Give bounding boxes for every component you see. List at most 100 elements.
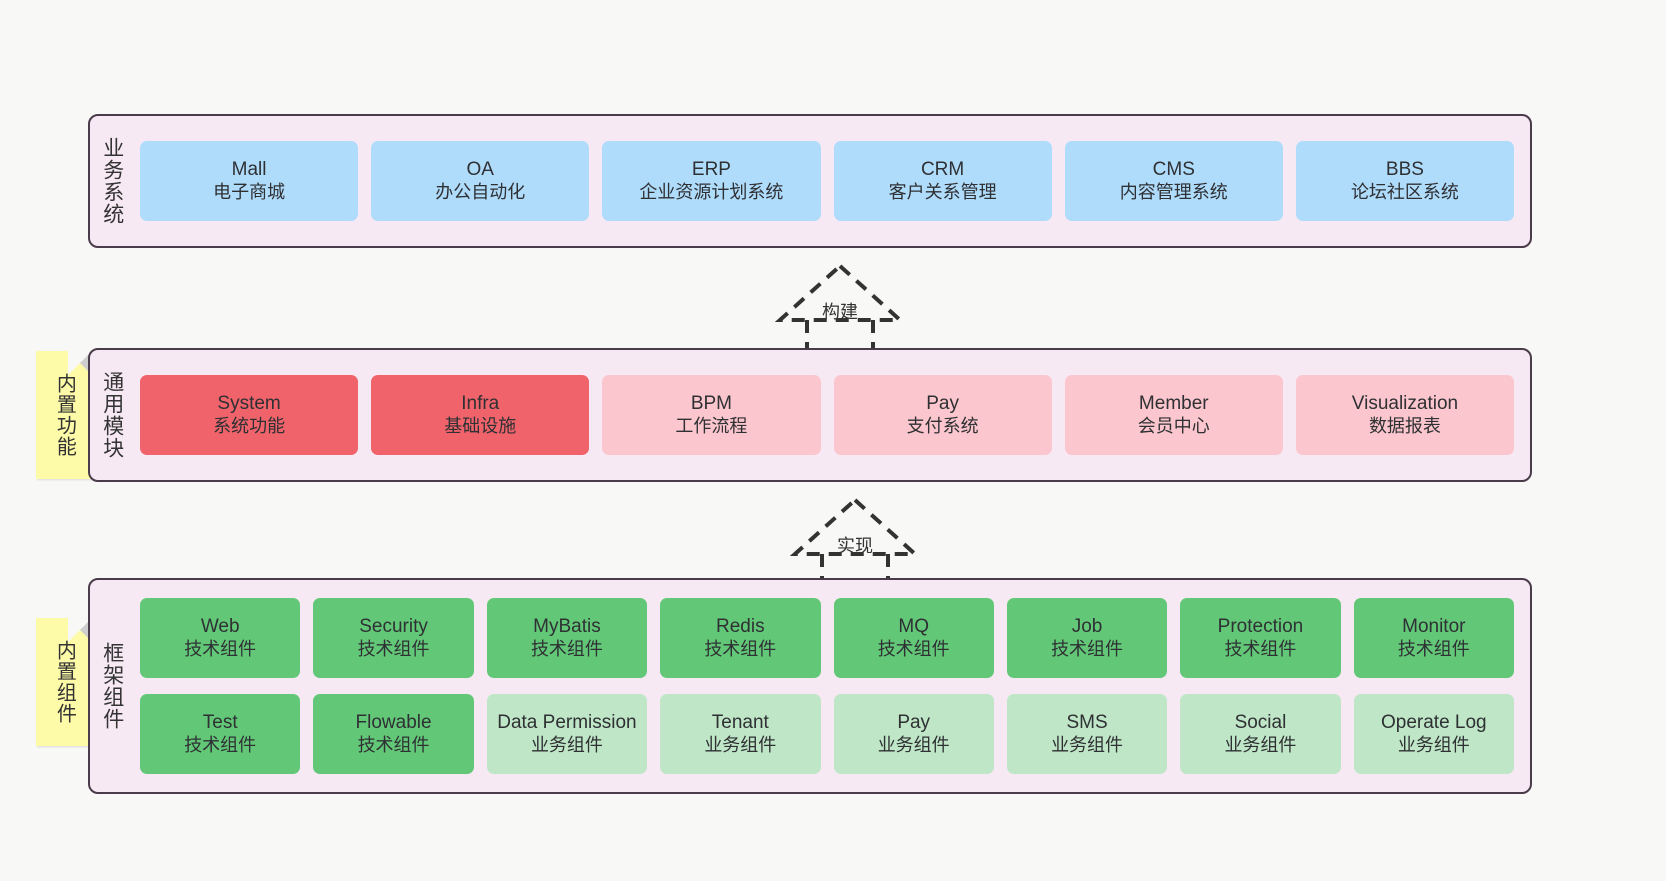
note-builtin-function: 内置功能 (36, 351, 92, 479)
layer-label-business-system: 业务系统 (100, 137, 124, 225)
card-cms[interactable]: CMS 内容管理系统 (1064, 141, 1283, 221)
card-erp[interactable]: ERP 企业资源计划系统 (602, 141, 821, 221)
card-title: Mall (231, 159, 267, 181)
card-subtitle: 客户关系管理 (888, 181, 997, 202)
card-operate-log[interactable]: Operate Log 业务组件 (1353, 694, 1514, 774)
card-pay-component[interactable]: Pay 业务组件 (833, 694, 994, 774)
connector-build-label: 构建 (822, 302, 858, 322)
card-title: System (217, 393, 281, 415)
card-flowable[interactable]: Flowable 技术组件 (313, 694, 474, 774)
note-label: 内置组件 (53, 640, 76, 724)
card-title: Pay (926, 393, 959, 415)
card-title: CMS (1152, 159, 1195, 181)
card-title: BBS (1385, 159, 1424, 181)
card-subtitle: 技术组件 (877, 638, 950, 659)
card-mybatis[interactable]: MyBatis 技术组件 (486, 598, 648, 678)
card-mall[interactable]: Mall 电子商城 (140, 141, 359, 221)
layer-business-system: 业务系统 Mall 电子商城 OA 办公自动化 ERP 企业资源计划系统 CRM (88, 114, 1532, 248)
card-title: CRM (920, 159, 965, 181)
card-subtitle: 数据报表 (1368, 415, 1441, 436)
card-crm[interactable]: CRM 客户关系管理 (833, 141, 1052, 221)
layer-label-common-module: 通用模块 (100, 371, 124, 459)
card-subtitle: 基础设施 (444, 415, 517, 436)
layer-body-business-system: Mall 电子商城 OA 办公自动化 ERP 企业资源计划系统 CRM 客户关系… (134, 116, 1530, 246)
card-title: Flowable (355, 712, 432, 734)
card-data-permission[interactable]: Data Permission 业务组件 (486, 694, 648, 774)
card-subtitle: 技术组件 (1224, 638, 1297, 659)
card-oa[interactable]: OA 办公自动化 (371, 141, 590, 221)
card-subtitle: 业务组件 (1397, 734, 1470, 755)
card-subtitle: 技术组件 (704, 638, 777, 659)
card-mq[interactable]: MQ 技术组件 (833, 598, 994, 678)
card-subtitle: 业务组件 (1224, 734, 1297, 755)
card-tenant[interactable]: Tenant 业务组件 (660, 694, 821, 774)
card-subtitle: 业务组件 (704, 734, 777, 755)
card-sms[interactable]: SMS 业务组件 (1006, 694, 1168, 774)
card-subtitle: 业务组件 (530, 734, 603, 755)
layer-label-framework-component: 框架组件 (100, 642, 124, 730)
card-monitor[interactable]: Monitor 技术组件 (1353, 598, 1514, 678)
card-title: Tenant (711, 712, 769, 734)
card-title: Infra (461, 393, 500, 415)
card-title: Member (1138, 393, 1209, 415)
card-test[interactable]: Test 技术组件 (140, 694, 301, 774)
card-title: OA (466, 159, 494, 181)
card-subtitle: 论坛社区系统 (1350, 181, 1459, 202)
card-job[interactable]: Job 技术组件 (1006, 598, 1168, 678)
framework-tech-row: Web 技术组件 Security 技术组件 MyBatis 技术组件 Redi… (140, 598, 1514, 678)
card-title: SMS (1066, 712, 1108, 734)
card-member[interactable]: Member 会员中心 (1064, 375, 1283, 455)
business-card-row: Mall 电子商城 OA 办公自动化 ERP 企业资源计划系统 CRM 客户关系… (140, 141, 1515, 221)
card-title: Security (359, 616, 428, 638)
connector-build: 构建 (755, 258, 925, 354)
card-web[interactable]: Web 技术组件 (140, 598, 301, 678)
card-title: Operate Log (1380, 712, 1487, 734)
card-subtitle: 技术组件 (184, 734, 257, 755)
card-title: Test (202, 712, 238, 734)
card-title: Data Permission (497, 712, 637, 734)
card-title: Social (1234, 712, 1287, 734)
connector-implement-label: 实现 (837, 536, 873, 556)
card-title: Pay (897, 712, 931, 734)
note-label: 内置功能 (53, 373, 76, 457)
card-subtitle: 技术组件 (530, 638, 603, 659)
layer-framework-component: 框架组件 Web 技术组件 Security 技术组件 MyBatis 技术组件… (88, 578, 1532, 794)
card-subtitle: 电子商城 (213, 181, 286, 202)
card-system[interactable]: System 系统功能 (140, 375, 359, 455)
card-security[interactable]: Security 技术组件 (313, 598, 474, 678)
card-subtitle: 业务组件 (877, 734, 950, 755)
card-subtitle: 办公自动化 (435, 181, 526, 202)
card-subtitle: 工作流程 (675, 415, 748, 436)
card-infra[interactable]: Infra 基础设施 (371, 375, 590, 455)
card-redis[interactable]: Redis 技术组件 (660, 598, 821, 678)
card-title: Job (1071, 616, 1103, 638)
card-title: MQ (898, 616, 929, 638)
card-subtitle: 企业资源计划系统 (639, 181, 784, 202)
framework-biz-row: Test 技术组件 Flowable 技术组件 Data Permission … (140, 694, 1514, 774)
card-subtitle: 技术组件 (357, 734, 430, 755)
card-title: Monitor (1402, 616, 1466, 638)
card-subtitle: 技术组件 (184, 638, 257, 659)
card-subtitle: 支付系统 (906, 415, 979, 436)
card-social[interactable]: Social 业务组件 (1180, 694, 1341, 774)
card-bbs[interactable]: BBS 论坛社区系统 (1295, 141, 1515, 221)
card-pay-module[interactable]: Pay 支付系统 (833, 375, 1052, 455)
card-title: Protection (1217, 616, 1304, 638)
layer-body-framework-component: Web 技术组件 Security 技术组件 MyBatis 技术组件 Redi… (134, 580, 1530, 792)
connector-implement: 实现 (770, 492, 940, 588)
card-subtitle: 会员中心 (1137, 415, 1210, 436)
card-bpm[interactable]: BPM 工作流程 (602, 375, 821, 455)
card-visualization[interactable]: Visualization 数据报表 (1295, 375, 1515, 455)
card-title: Redis (716, 616, 765, 638)
card-subtitle: 系统功能 (213, 415, 286, 436)
layer-body-common-module: System 系统功能 Infra 基础设施 BPM 工作流程 Pay 支付系统… (134, 350, 1530, 480)
card-title: BPM (690, 393, 733, 415)
card-subtitle: 技术组件 (1397, 638, 1470, 659)
card-subtitle: 技术组件 (1051, 638, 1124, 659)
card-subtitle: 业务组件 (1051, 734, 1124, 755)
card-title: Visualization (1351, 393, 1459, 415)
common-card-row: System 系统功能 Infra 基础设施 BPM 工作流程 Pay 支付系统… (140, 375, 1515, 455)
card-protection[interactable]: Protection 技术组件 (1180, 598, 1341, 678)
card-title: Web (200, 616, 240, 638)
